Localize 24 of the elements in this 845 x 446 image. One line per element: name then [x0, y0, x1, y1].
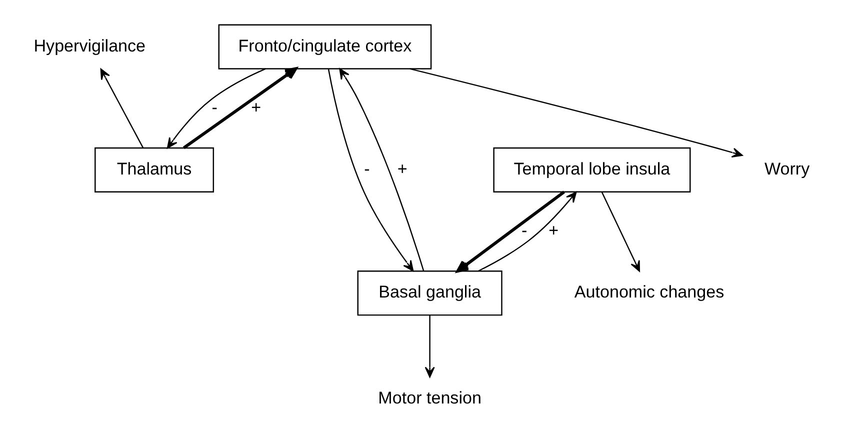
node-box: Thalamus	[94, 147, 214, 193]
node-box: Temporal lobe insula	[493, 147, 691, 193]
node-text: Worry	[764, 159, 810, 178]
edge-label: -	[212, 98, 218, 117]
arrow	[424, 315, 435, 378]
arrow	[100, 68, 144, 148]
arrow	[339, 68, 424, 272]
arrow	[166, 68, 266, 149]
edge-label: +	[548, 221, 559, 240]
node-text: Motor tension	[378, 388, 482, 408]
node-box: Basal ganglia	[357, 270, 502, 316]
edge-label: -	[521, 221, 528, 240]
arrow	[601, 192, 640, 272]
arrow	[456, 190, 565, 273]
node-box: Fronto/cingulate cortex	[218, 24, 432, 70]
edge-label: +	[251, 98, 262, 117]
arrow	[182, 67, 298, 150]
edge-label: -	[364, 159, 370, 178]
arrow	[328, 69, 414, 272]
edge-label: +	[397, 159, 408, 178]
node-text: Autonomic changes	[574, 282, 724, 302]
arrow	[478, 192, 577, 272]
node-text: Hypervigilance	[34, 36, 146, 56]
arrow	[410, 68, 743, 158]
